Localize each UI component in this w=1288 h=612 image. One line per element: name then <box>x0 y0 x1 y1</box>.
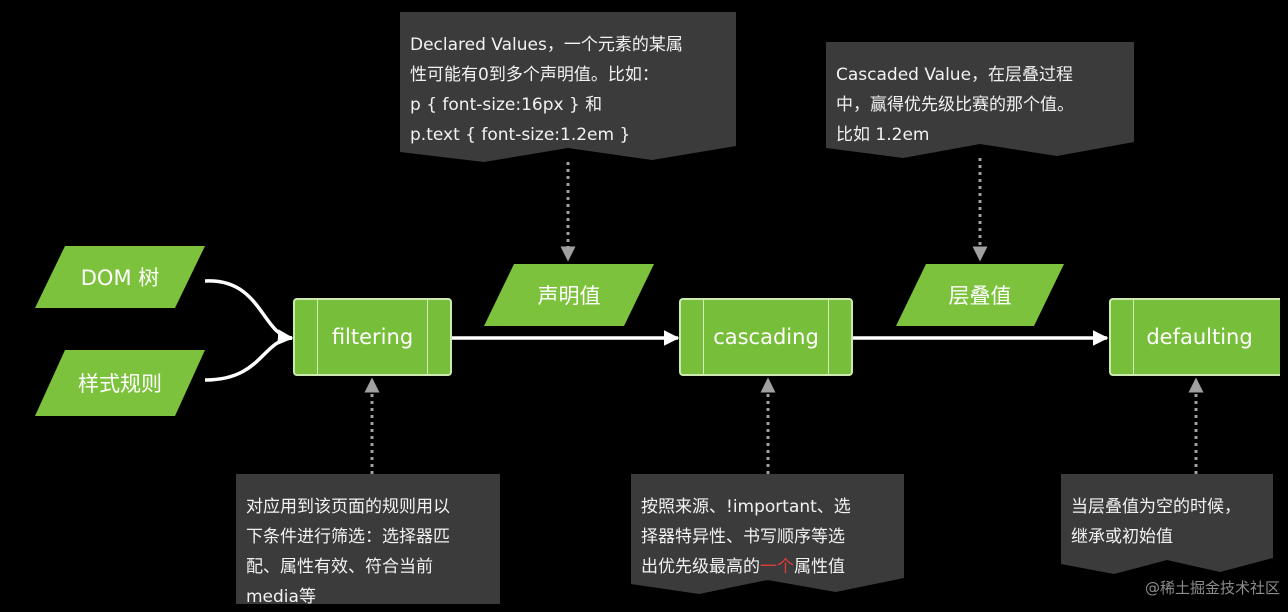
note-line: Cascaded Value，在层叠过程 <box>836 65 1074 85</box>
filtering-process: filtering <box>293 298 452 376</box>
filtering-note: 对应用到该页面的规则用以 下条件进行筛选：选择器匹 配、属性有效、符合当前 me… <box>236 474 500 607</box>
note-line: 下条件进行筛选：选择器匹 <box>246 527 450 547</box>
defaulting-label: defaulting <box>1146 325 1253 349</box>
cascading-label: cascading <box>713 325 819 349</box>
dom-to-filtering-connector <box>204 279 294 345</box>
cascaded-value-note: Cascaded Value，在层叠过程 中，赢得优先级比赛的那个值。 比如 1… <box>826 42 1134 158</box>
note-text: 属性值 <box>794 557 845 577</box>
watermark: @稀土掘金技术社区 <box>1144 579 1280 597</box>
style-rules-label: 样式规则 <box>78 372 162 396</box>
defaulting-process: defaulting <box>1109 298 1280 376</box>
declared-values-note: Declared Values，一个元素的某属 性可能有0到多个声明值。比如： … <box>400 12 736 162</box>
note-line: 当层叠值为空的时候， <box>1071 497 1241 517</box>
highlighted-text: 一个 <box>760 557 794 577</box>
declared-value-label: 声明值 <box>537 284 601 308</box>
defaulting-note: 当层叠值为空的时候， 继承或初始值 <box>1061 474 1273 574</box>
cascading-process: cascading <box>679 298 853 376</box>
cascaded-value-label: 层叠值 <box>948 284 1012 308</box>
cascaded-value-output: 层叠值 <box>896 264 1064 326</box>
note-line: 对应用到该页面的规则用以 <box>246 497 450 517</box>
note-line: 按照来源、!important、选 <box>641 497 851 517</box>
note-line: 配、属性有效、符合当前 <box>246 557 433 577</box>
style-rules-input: 样式规则 <box>35 350 205 416</box>
cascading-note: 按照来源、!important、选 择器特异性、书写顺序等选 出优先级最高的一个… <box>631 474 904 594</box>
note-line: Declared Values，一个元素的某属 <box>410 35 683 55</box>
note-line: 性可能有0到多个声明值。比如： <box>410 65 659 85</box>
dom-tree-label: DOM 树 <box>80 266 160 290</box>
note-line: media等 <box>246 587 316 607</box>
note-line: 比如 1.2em <box>836 125 930 145</box>
note-line: p { font-size:16px } 和 <box>410 95 603 115</box>
note-text: 出优先级最高的 <box>641 557 760 577</box>
note-line: 出优先级最高的一个属性值 <box>641 552 904 582</box>
note-line: 继承或初始值 <box>1071 527 1173 547</box>
declared-value-output: 声明值 <box>484 264 654 326</box>
note-line: 择器特异性、书写顺序等选 <box>641 527 845 547</box>
rules-to-filtering-connector <box>204 336 293 382</box>
note-line: p.text { font-size:1.2em } <box>410 125 631 145</box>
filtering-label: filtering <box>331 325 414 349</box>
note-line: 中，赢得优先级比赛的那个值。 <box>836 95 1074 115</box>
dom-tree-input: DOM 树 <box>35 246 205 308</box>
